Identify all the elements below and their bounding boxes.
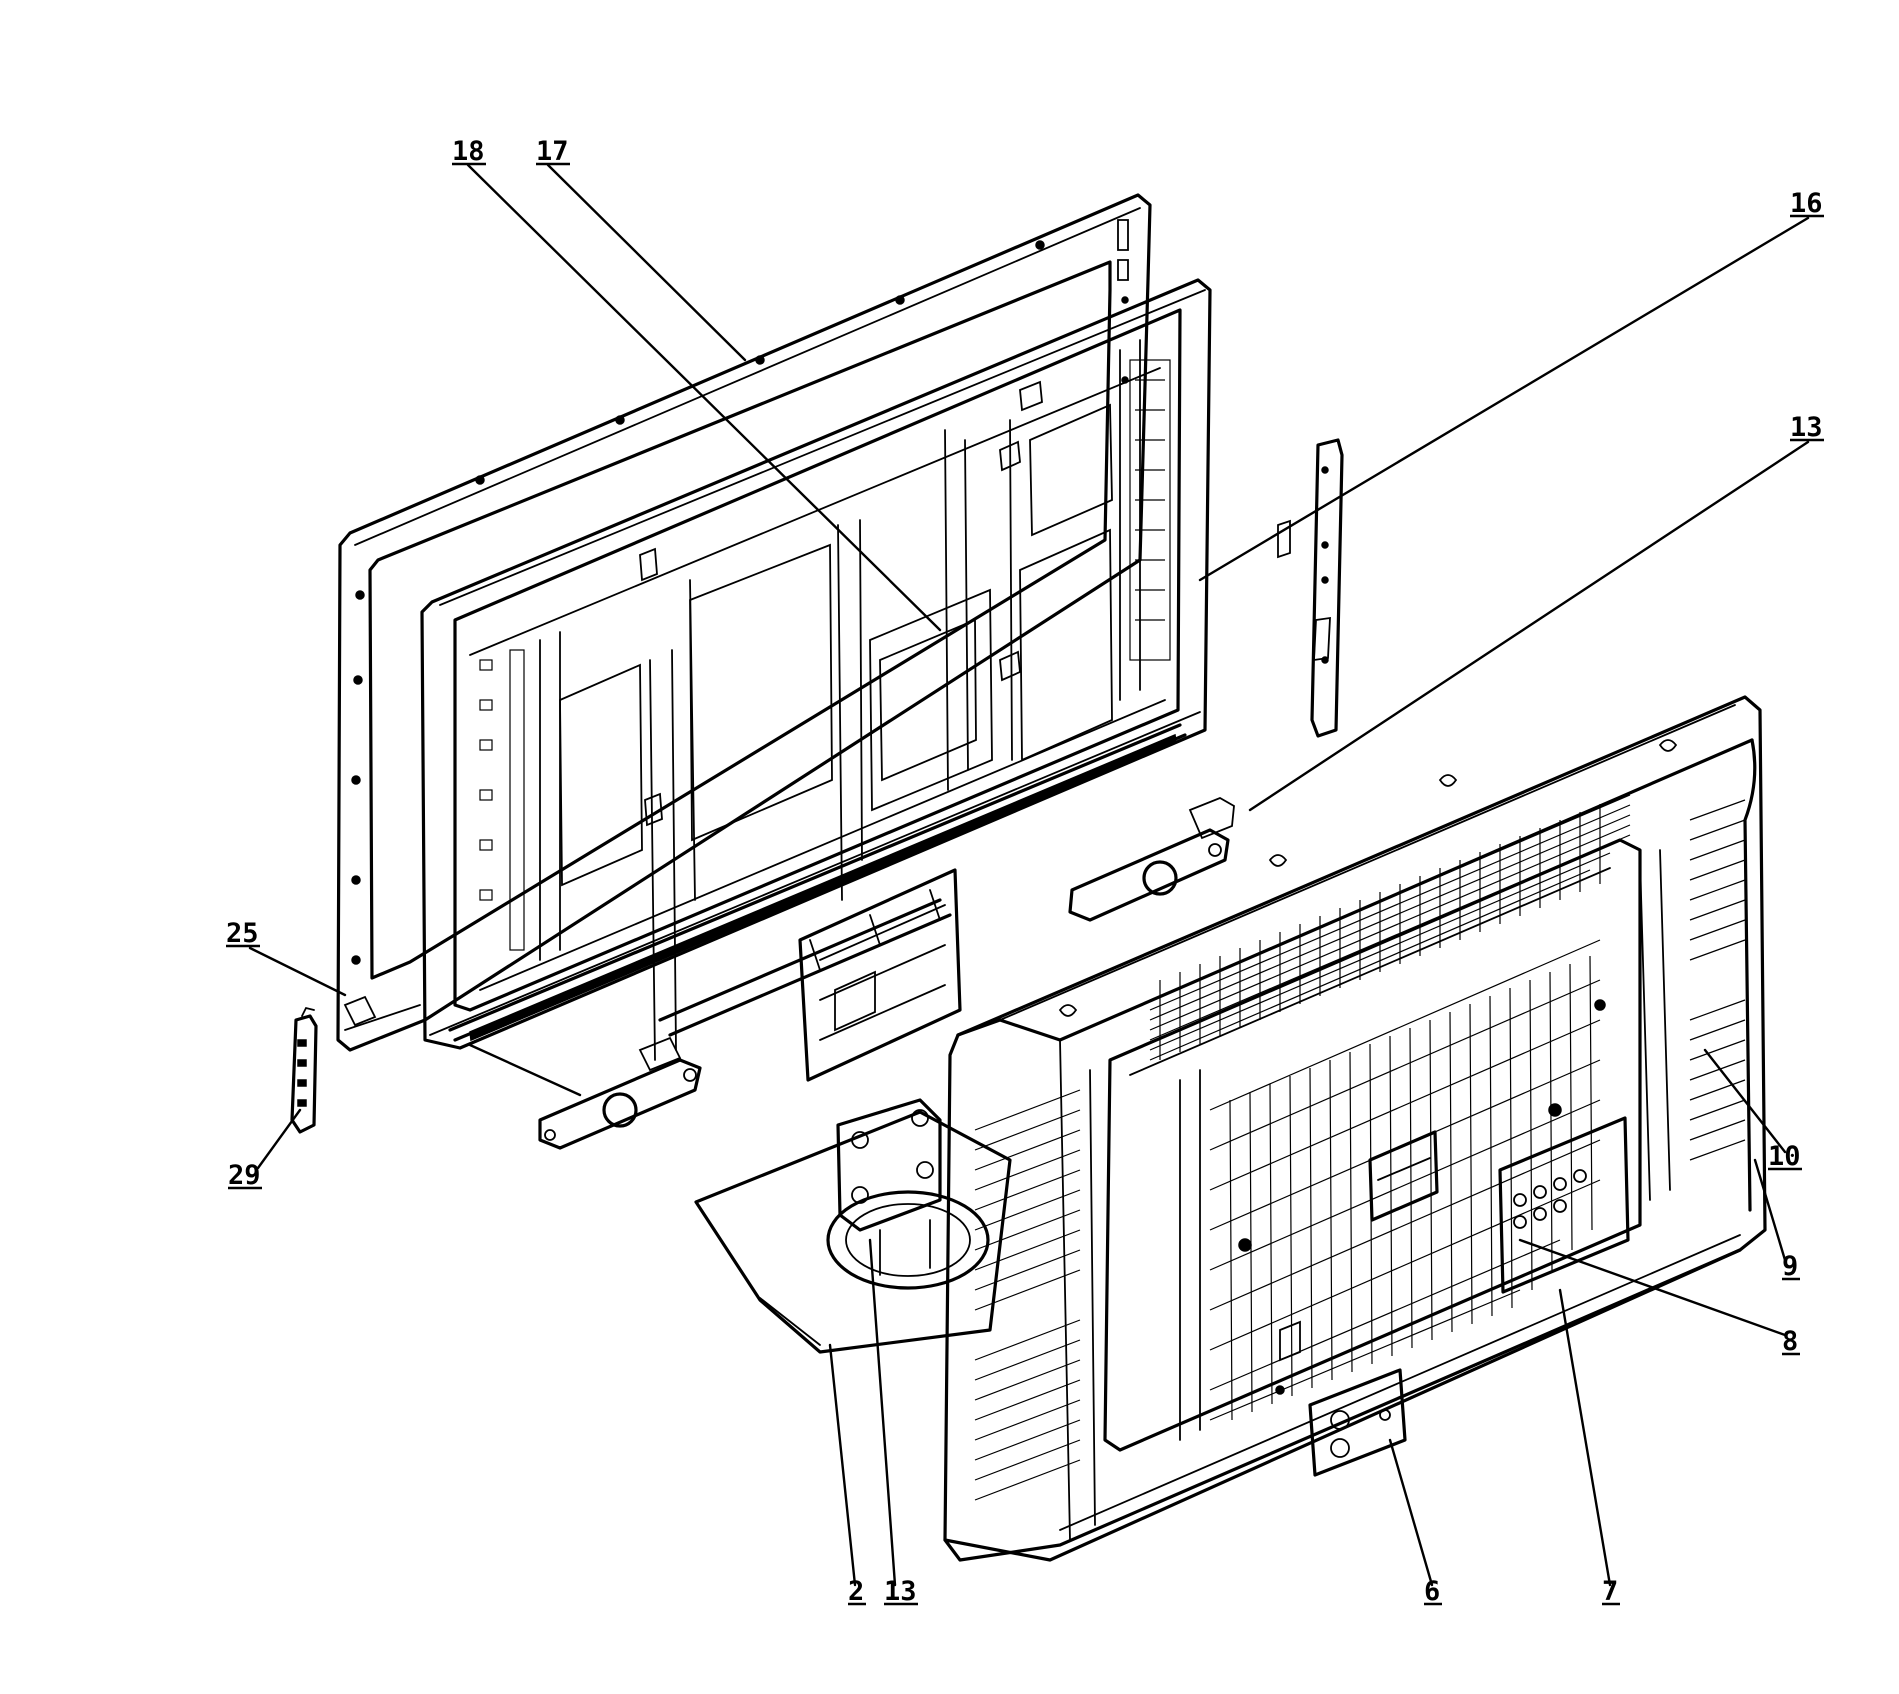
- callout-10: 10: [1768, 1141, 1802, 1172]
- callout-label: 2: [848, 1576, 864, 1607]
- callout-7: 7: [1602, 1576, 1620, 1607]
- leader-lines: [248, 163, 1810, 1587]
- callout-9: 9: [1782, 1251, 1800, 1282]
- callout-label: 25: [226, 918, 259, 949]
- bottom-left-bracket: [538, 1036, 702, 1150]
- stand-mount-bracket: [658, 868, 962, 1082]
- callout-label: 6: [1424, 1576, 1440, 1607]
- bottom-right-bracket: [1068, 797, 1235, 922]
- callout-label: 17: [536, 136, 569, 167]
- stand-base: [694, 1098, 1012, 1354]
- callout-29: 29: [228, 1160, 262, 1191]
- callout-labels: 18 17 16 13 25 29 10 9: [226, 136, 1824, 1607]
- callout-2: 2: [848, 1576, 866, 1607]
- callout-label: 7: [1602, 1576, 1618, 1607]
- callout-label: 13: [884, 1576, 917, 1607]
- callout-13-top: 13: [1790, 412, 1824, 443]
- callout-label: 9: [1782, 1251, 1798, 1282]
- front-bezel: [336, 193, 1152, 1052]
- control-buttons: [290, 1006, 318, 1134]
- callout-label: 8: [1782, 1326, 1798, 1357]
- callout-label: 13: [1790, 412, 1823, 443]
- callout-8: 8: [1782, 1326, 1800, 1357]
- callout-17: 17: [536, 136, 570, 167]
- side-key-board: [1277, 438, 1344, 738]
- callout-13-bottom: 13: [884, 1576, 918, 1607]
- callout-6: 6: [1424, 1576, 1442, 1607]
- callout-25: 25: [226, 918, 260, 949]
- callout-label: 10: [1768, 1141, 1801, 1172]
- lcd-panel-chassis: [420, 278, 1212, 1061]
- callout-label: 29: [228, 1160, 261, 1191]
- callout-18: 18: [452, 136, 486, 167]
- back-cover: [943, 695, 1767, 1562]
- callout-label: 18: [452, 136, 485, 167]
- callout-16: 16: [1790, 188, 1824, 219]
- callout-label: 16: [1790, 188, 1823, 219]
